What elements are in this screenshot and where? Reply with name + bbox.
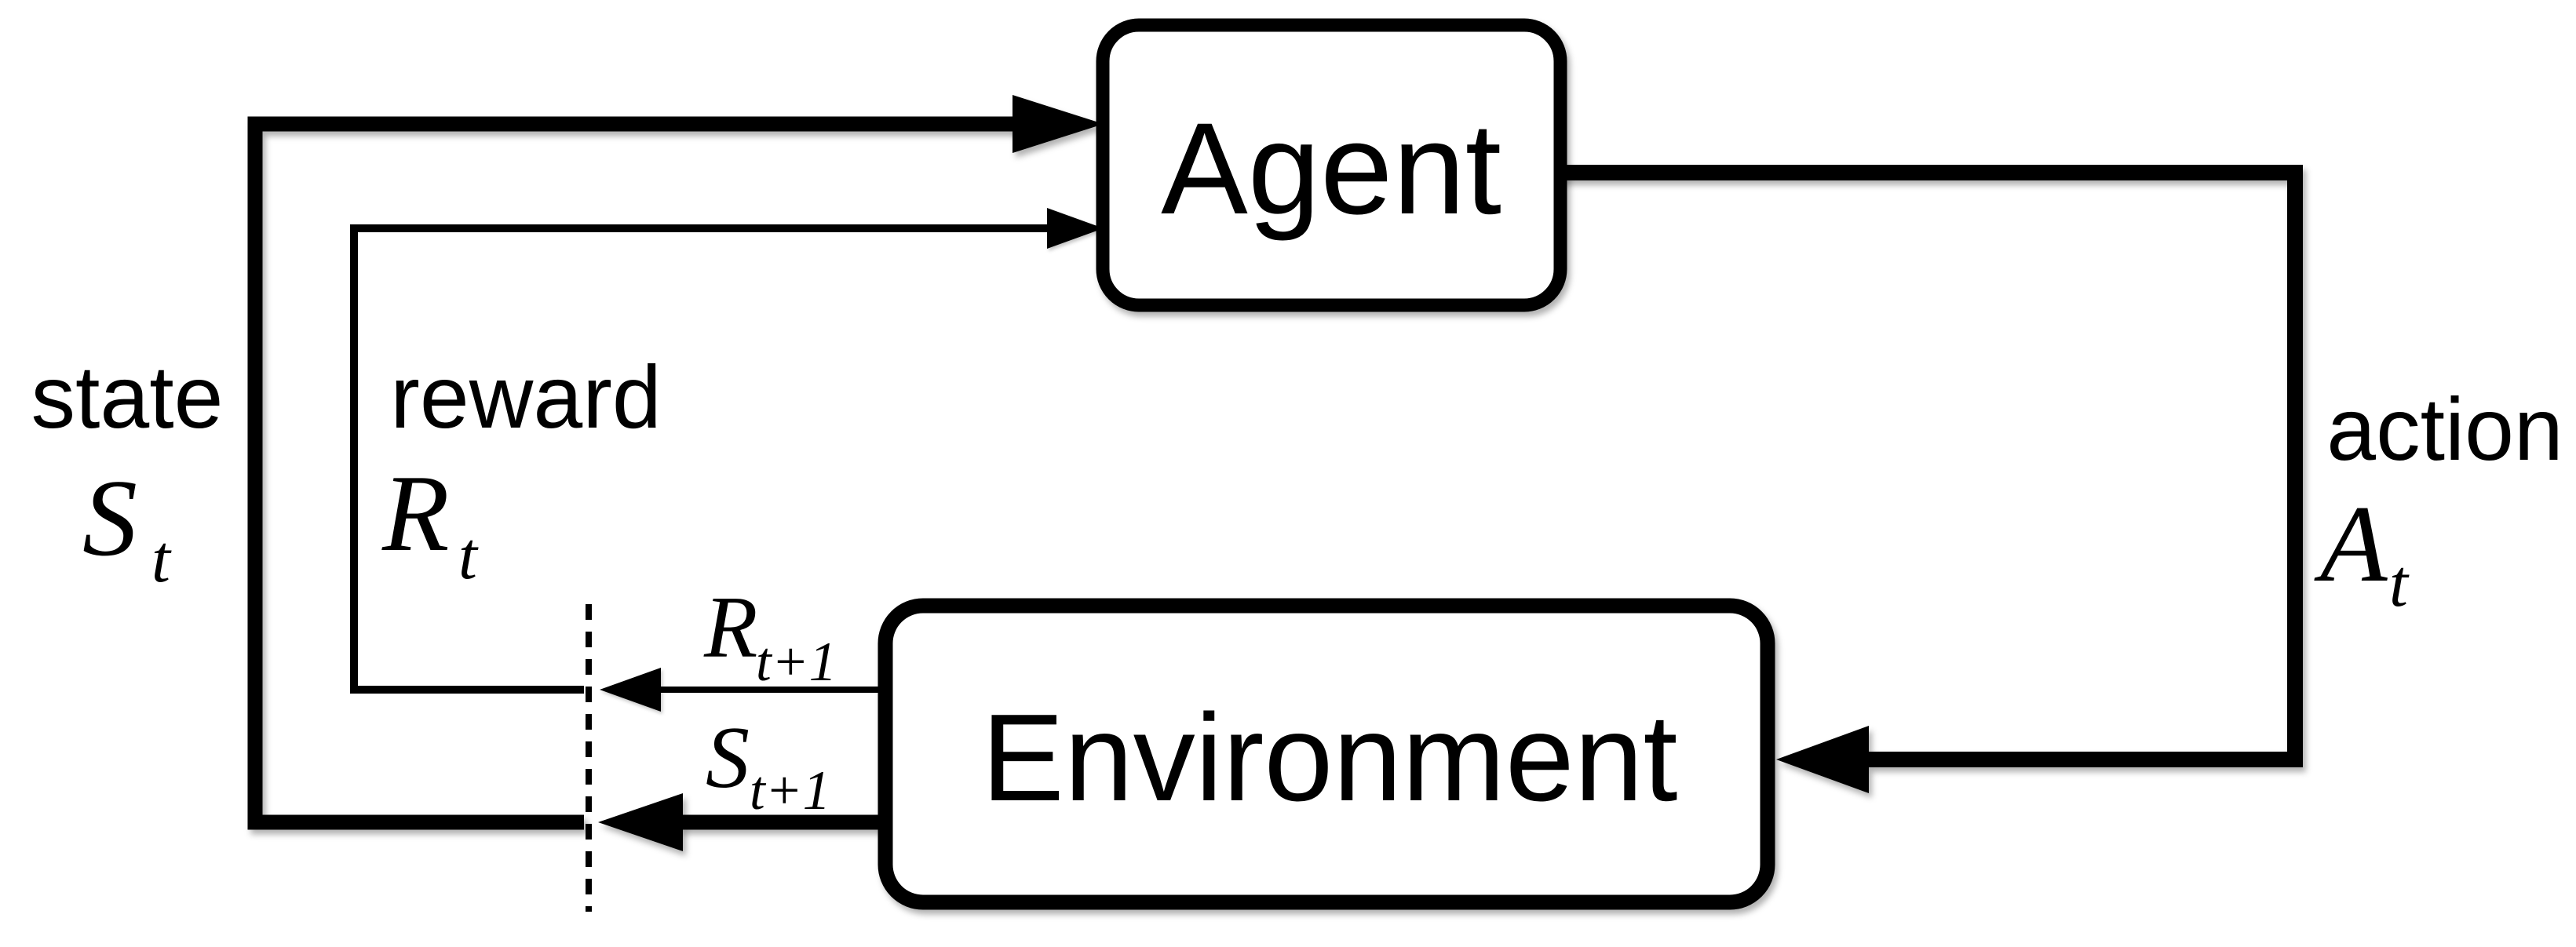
next-reward-arrowhead-icon: [600, 668, 661, 712]
action-arrowhead-into-environment-icon: [1776, 726, 1869, 793]
action-symbol: A: [2314, 483, 2388, 605]
environment-label: Environment: [982, 689, 1678, 827]
agent-label: Agent: [1161, 97, 1501, 242]
state-word-label: state: [31, 348, 224, 446]
action-loop-line: [1560, 165, 2303, 767]
next-reward-symbol-subscript: t+1: [756, 632, 837, 693]
next-state-arrowhead-icon: [598, 793, 683, 851]
next-state-symbol: S: [706, 709, 750, 807]
next-reward-symbol: R: [703, 579, 757, 676]
next-state-symbol-subscript: t+1: [750, 760, 830, 821]
reward-arrowhead-into-agent-icon: [1047, 208, 1104, 249]
state-loop-line: [247, 116, 1017, 830]
state-arrowhead-into-agent-icon: [1013, 95, 1104, 153]
reward-symbol-subscript: t: [458, 518, 479, 593]
state-symbol: S: [82, 457, 137, 579]
reward-symbol: R: [381, 453, 450, 574]
state-symbol-subscript: t: [151, 521, 172, 596]
environment-box: [878, 598, 1775, 910]
action-symbol-subscript: t: [2389, 545, 2410, 621]
agent-box: [1096, 18, 1567, 312]
reward-loop-line: [350, 224, 1052, 694]
reward-word-label: reward: [390, 348, 661, 446]
action-word-label: action: [2326, 380, 2563, 479]
